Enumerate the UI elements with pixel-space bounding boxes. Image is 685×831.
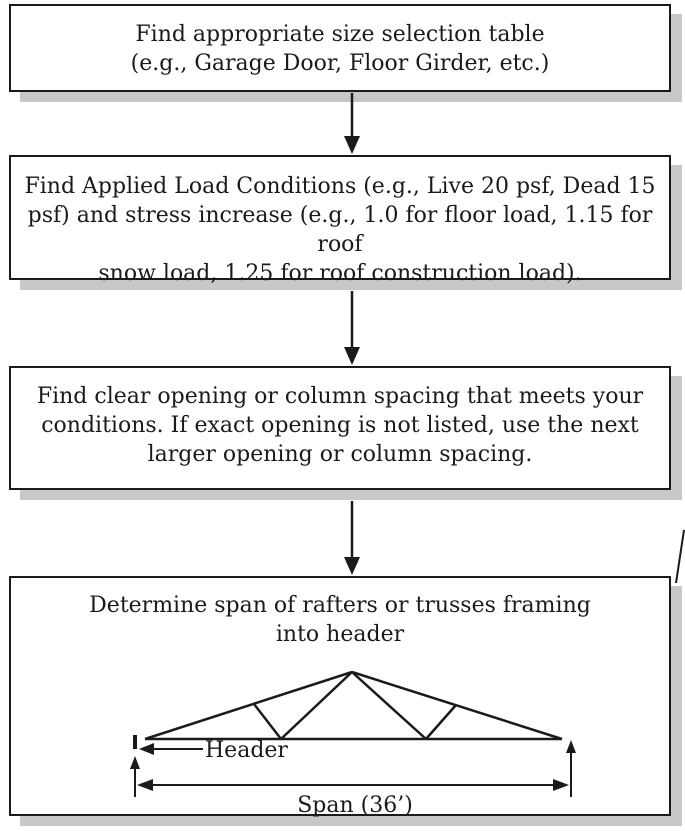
truss-web-4 (425, 704, 457, 740)
flow-arrow-2 (344, 291, 360, 365)
truss-right-top-chord (351, 670, 563, 741)
step-1-box: Find appropriate size selection table (e… (9, 4, 671, 92)
truss-left-top-chord (144, 670, 353, 741)
flow-arrow-3 (344, 501, 360, 575)
step-1-line-2: (e.g., Garage Door, Floor Girder, etc.) (130, 51, 550, 76)
edge-stroke (675, 529, 685, 584)
span-label: Span (36’) (297, 793, 413, 818)
step-3-line-3: larger opening or column spacing. (147, 442, 533, 467)
step-4-text: Determine span of rafters or trusses fra… (11, 591, 669, 649)
header-post (133, 735, 137, 749)
step-2-line-2: psf) and stress increase (e.g., 1.0 for … (27, 203, 653, 257)
truss-web-3 (351, 671, 427, 740)
step-2-line-3: snow load, 1.25 for roof construction lo… (98, 261, 582, 286)
step-1-line-1: Find appropriate size selection table (135, 22, 545, 47)
flow-arrow-1 (344, 93, 360, 154)
truss-web-2 (280, 671, 353, 740)
span-dimension-line (137, 779, 569, 791)
step-3-box: Find clear opening or column spacing tha… (9, 366, 671, 490)
truss-drawing (144, 670, 563, 741)
header-pointer-arrow (139, 743, 203, 755)
step-4-line-2: into header (275, 622, 405, 647)
header-label: Header (205, 738, 288, 763)
step-2-box: Find Applied Load Conditions (e.g., Live… (9, 155, 671, 286)
left-extension-line (130, 756, 140, 797)
step-4-box: Determine span of rafters or trusses fra… (9, 576, 671, 816)
step-3-line-2: conditions. If exact opening is not list… (41, 413, 639, 438)
step-3-line-1: Find clear opening or column spacing tha… (36, 384, 644, 409)
truss-web-1 (253, 703, 282, 740)
step-3-text: Find clear opening or column spacing tha… (11, 382, 669, 469)
step-2-text: Find Applied Load Conditions (e.g., Live… (11, 172, 669, 288)
step-1-text: Find appropriate size selection table (e… (11, 20, 669, 78)
step-4-line-1: Determine span of rafters or trusses fra… (89, 593, 591, 618)
step-2-line-1: Find Applied Load Conditions (e.g., Live… (24, 174, 656, 199)
right-extension-line (566, 740, 576, 797)
